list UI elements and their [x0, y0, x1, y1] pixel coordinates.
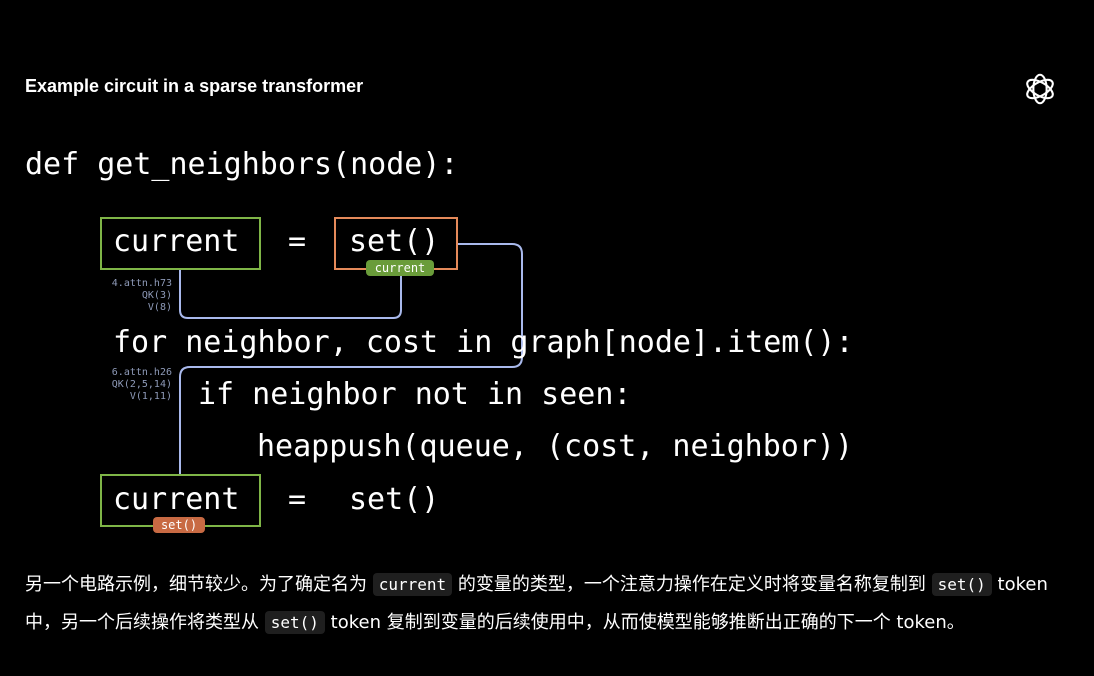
set-tag: set() — [153, 517, 205, 533]
code-set-call-2: set() — [349, 482, 440, 517]
figure-title: Example circuit in a sparse transformer — [25, 76, 364, 96]
openai-logo-icon — [1026, 73, 1054, 105]
connector-set-to-current-use — [179, 243, 523, 474]
current-tag: current — [366, 260, 434, 276]
connector-set-to-current-def — [179, 270, 402, 319]
caption-text-3: token 中，另一个后续操作将类型从 — [25, 574, 1048, 633]
code-chip-set-2: set() — [264, 611, 325, 634]
caption-text-4: token 复制到变量的后续使用中，从而使模型能够推断出正确的下一个 token… — [330, 612, 965, 633]
code-line-heappush: heappush(queue, (cost, neighbor)) — [257, 429, 854, 464]
current-def-box — [100, 217, 261, 270]
code-chip-current: current — [372, 573, 453, 596]
code-assign-2: = — [288, 482, 307, 517]
attention-head-label-2: 6.attn.h26 QK(2,5,14) V(1,11) — [111, 367, 172, 402]
code-var-current-def: current — [113, 224, 240, 259]
code-line-def: def get_neighbors(node): — [25, 147, 459, 182]
caption-text-2: 的变量的类型，一个注意力操作在定义时将变量名称复制到 — [457, 574, 926, 595]
code-line-for: for neighbor, cost in graph[node].item()… — [113, 325, 854, 360]
attention-head-label-1: 4.attn.h73 QK(3) V(8) — [111, 278, 172, 313]
code-chip-set-1: set() — [931, 573, 992, 596]
code-assign-1: = — [288, 224, 307, 259]
caption-paragraph: 另一个电路示例，细节较少。为了确定名为 current 的变量的类型，一个注意力… — [25, 566, 1075, 642]
caption-text-1: 另一个电路示例，细节较少。为了确定名为 — [25, 574, 367, 595]
code-line-if: if neighbor not in seen: — [198, 377, 632, 412]
code-set-call-1: set() — [349, 224, 440, 259]
code-var-current-use: current — [113, 482, 240, 517]
